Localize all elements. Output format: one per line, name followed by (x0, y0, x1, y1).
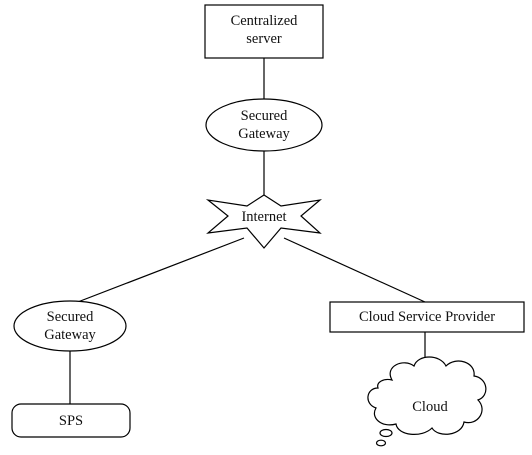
internet-label: Internet (241, 209, 287, 225)
connector-internet-left-gateway (69, 237, 245, 306)
internet-star-shape (205, 194, 323, 249)
cloud-shape (367, 356, 487, 447)
top-gateway-ellipse (205, 98, 323, 152)
left-gateway-ellipse (13, 300, 127, 352)
left-gateway-label: Secured Gateway (14, 308, 126, 344)
centralized-server-box (204, 4, 324, 59)
cloud-service-provider-box (329, 301, 525, 333)
top-gateway-label: Secured Gateway (206, 107, 322, 143)
cloud-service-provider-label: Cloud Service Provider (358, 309, 496, 325)
connector-internet-csp (283, 237, 426, 303)
cloud-label: Cloud (412, 399, 448, 415)
top-gateway-label-line2: Gateway (238, 126, 290, 142)
sps-label: SPS (58, 413, 84, 429)
left-gateway-label-line1: Secured (46, 309, 94, 325)
sps-box (11, 403, 131, 438)
top-gateway-label-line1: Secured (240, 108, 288, 124)
left-gateway-label-line2: Gateway (44, 327, 96, 343)
centralized-server-label-line2: server (246, 31, 282, 47)
centralized-server-label-line1: Centralized (230, 13, 298, 29)
centralized-server-label: Centralized server (205, 12, 323, 48)
